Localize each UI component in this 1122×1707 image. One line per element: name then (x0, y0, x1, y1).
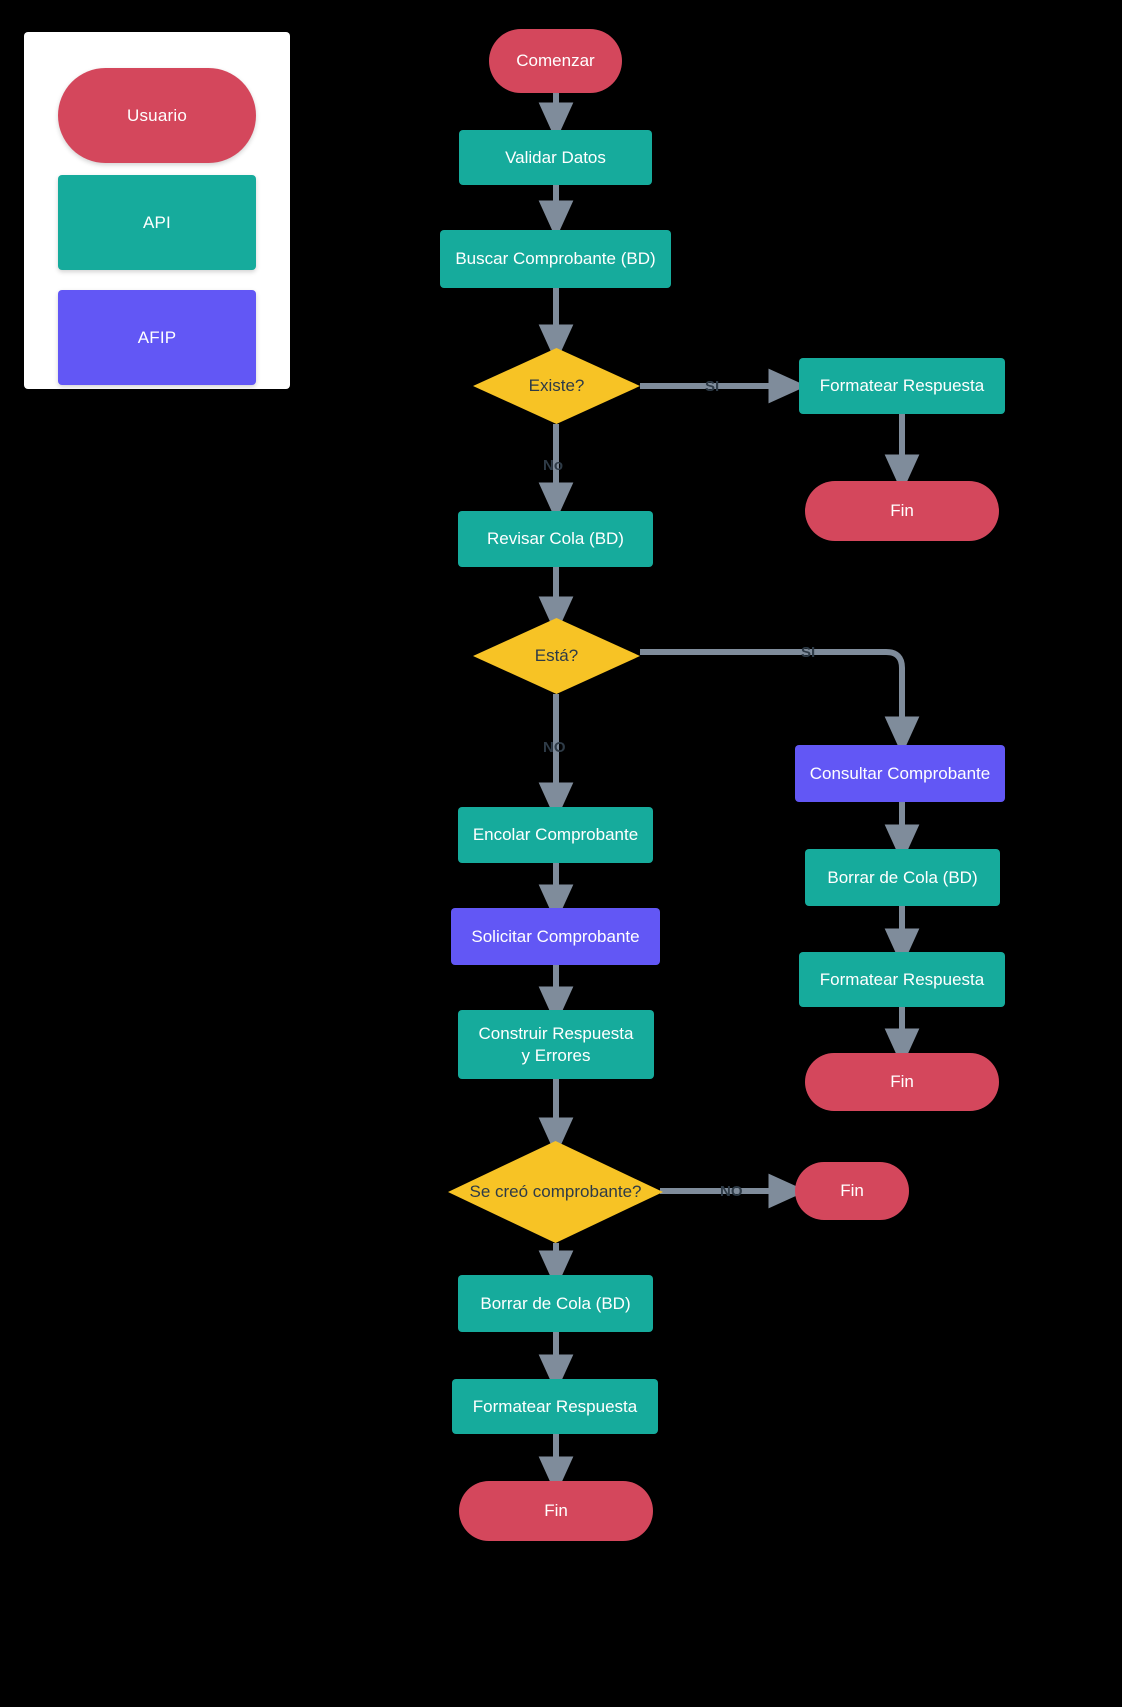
node-validar-datos[interactable]: Validar Datos (459, 130, 652, 185)
edge-label-esta-si: SI (801, 644, 816, 661)
node-label: Validar Datos (505, 147, 606, 167)
node-formatear-respuesta-2[interactable]: Formatear Respuesta (799, 952, 1005, 1007)
legend-label-afip: AFIP (137, 327, 177, 347)
node-label: Se creó comprobante? (469, 1182, 642, 1202)
node-revisar-cola[interactable]: Revisar Cola (BD) (458, 511, 653, 567)
node-label: Fin (890, 1072, 914, 1092)
node-label: Fin (890, 501, 914, 521)
node-fin-4[interactable]: Fin (459, 1481, 653, 1541)
node-fin-1[interactable]: Fin (805, 481, 999, 541)
legend-label-api: API (142, 212, 171, 232)
node-borrar-cola-middle[interactable]: Borrar de Cola (BD) (458, 1275, 653, 1332)
node-label: Buscar Comprobante (BD) (455, 249, 656, 269)
node-label: Formatear Respuesta (819, 376, 985, 396)
legend-item-afip[interactable]: AFIP (58, 290, 256, 385)
legend-panel: Usuario API AFIP (24, 32, 290, 389)
node-label: Comenzar (516, 51, 595, 71)
node-label-line-2: y Errores (521, 1045, 591, 1065)
node-existe-decision[interactable]: Existe? (473, 348, 640, 424)
node-consultar-comprobante[interactable]: Consultar Comprobante (795, 745, 1005, 802)
node-fin-2[interactable]: Fin (805, 1053, 999, 1111)
node-label: Existe? (528, 376, 585, 396)
node-label: Formatear Respuesta (472, 1396, 638, 1416)
node-label: Formatear Respuesta (819, 969, 985, 989)
node-formatear-respuesta-3[interactable]: Formatear Respuesta (452, 1379, 658, 1434)
node-esta-decision[interactable]: Está? (473, 618, 640, 694)
node-label: Está? (534, 646, 579, 666)
node-se-creo-comprobante-decision[interactable]: Se creó comprobante? (448, 1141, 663, 1243)
node-label-line-1: Construir Respuesta (478, 1024, 634, 1044)
node-borrar-cola-right[interactable]: Borrar de Cola (BD) (805, 849, 1000, 906)
node-label: Consultar Comprobante (809, 763, 991, 783)
node-buscar-comprobante[interactable]: Buscar Comprobante (BD) (440, 230, 671, 288)
legend-item-usuario[interactable]: Usuario (58, 68, 256, 163)
node-label: Solicitar Comprobante (471, 926, 640, 946)
node-label: Borrar de Cola (BD) (480, 1293, 631, 1313)
edge-label-existe-no: No (543, 457, 563, 474)
node-label: Fin (840, 1181, 864, 1201)
node-encolar-comprobante[interactable]: Encolar Comprobante (458, 807, 653, 863)
node-label: Revisar Cola (BD) (487, 529, 624, 549)
node-solicitar-comprobante[interactable]: Solicitar Comprobante (451, 908, 660, 965)
legend-item-api[interactable]: API (58, 175, 256, 270)
node-label: Encolar Comprobante (472, 825, 639, 845)
edge-label-esta-no: NO (543, 739, 566, 756)
node-construir-respuesta-errores[interactable]: Construir Respuesta y Errores (458, 1010, 654, 1079)
legend-label-usuario: Usuario (127, 105, 187, 125)
edge-label-se-creo-no: NO (720, 1183, 743, 1200)
edge-label-existe-si: SI (705, 378, 720, 395)
node-comenzar[interactable]: Comenzar (489, 29, 622, 93)
node-formatear-respuesta-1[interactable]: Formatear Respuesta (799, 358, 1005, 414)
node-label: Borrar de Cola (BD) (827, 867, 978, 887)
node-label: Fin (544, 1501, 568, 1521)
node-fin-3[interactable]: Fin (795, 1162, 909, 1220)
